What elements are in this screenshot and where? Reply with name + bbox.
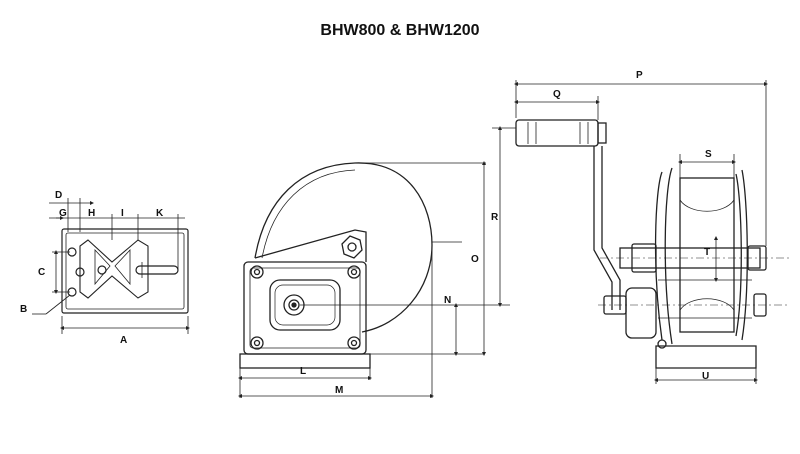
label-u: U	[702, 371, 709, 382]
front-view	[515, 119, 790, 369]
gearbox	[625, 287, 657, 339]
label-a: A	[120, 335, 127, 346]
bolt	[347, 265, 361, 279]
bolt	[347, 336, 361, 350]
bolt	[250, 336, 264, 350]
left-dimensions	[32, 198, 190, 334]
label-s: S	[705, 149, 712, 160]
label-d: D	[55, 190, 62, 201]
drum-outline	[254, 162, 433, 333]
label-p: P	[636, 70, 643, 81]
flange-left	[654, 171, 663, 341]
label-o: O	[471, 254, 479, 265]
label-t: T	[704, 247, 710, 258]
base	[239, 353, 371, 369]
middle-dimensions	[238, 126, 516, 398]
flange-right	[741, 169, 748, 341]
label-n: N	[444, 295, 451, 306]
label-b: B	[20, 304, 27, 315]
mount-hole	[75, 267, 85, 277]
base-plate-view	[61, 228, 189, 314]
label-l: L	[300, 366, 306, 377]
label-h: H	[88, 208, 95, 219]
bowtie-cutout	[79, 239, 149, 299]
base-plate-outline	[61, 228, 189, 314]
crank-arm	[593, 146, 613, 310]
label-c: C	[38, 267, 45, 278]
side-view	[239, 162, 486, 398]
label-r: R	[491, 212, 499, 223]
label-m: M	[335, 385, 343, 396]
label-k: K	[156, 208, 164, 219]
drum	[679, 177, 735, 333]
front-base	[655, 345, 757, 369]
label-q: Q	[553, 89, 561, 100]
label-g: G	[59, 208, 67, 219]
hex-nut	[341, 235, 363, 259]
right-dimensions	[514, 80, 768, 384]
diagram-title: BHW800 & BHW1200	[320, 22, 480, 39]
label-i: I	[121, 208, 124, 219]
bolt	[250, 265, 264, 279]
